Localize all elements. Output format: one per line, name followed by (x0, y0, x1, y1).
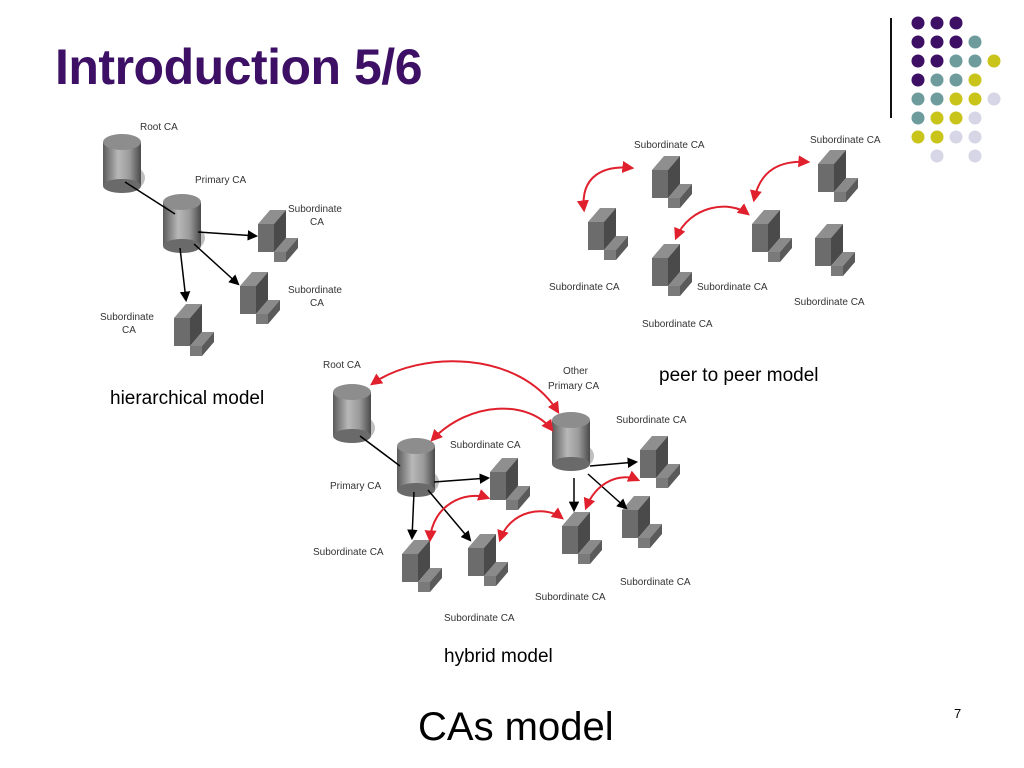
slide-subtitle: CAs model (418, 705, 614, 749)
dot-row-8 (930, 149, 982, 163)
hybrid-other-primary-label: Other Primary CA (548, 366, 599, 392)
dot-row-4 (911, 73, 982, 87)
hybrid-other-primary-ca-icon (552, 412, 594, 471)
hybrid-red-arrow-primary-other (430, 407, 554, 442)
peer-ca-mid-right-icon (752, 210, 792, 262)
hybrid-sub-right-top-icon (640, 436, 680, 488)
hybrid-red-arrow-right-pair (583, 470, 641, 511)
peer-to-peer-model-caption: peer to peer model (659, 365, 819, 386)
peer-label-bottom-middle: Subordinate CA (697, 282, 768, 293)
decorative-dot-grid (911, 16, 1001, 163)
hybrid-arrow-other-sub-right-top (589, 457, 639, 468)
hybrid-arrow-primary-sub-center (433, 473, 491, 484)
peer-red-arrow-center (674, 203, 750, 241)
hybrid-sub-bottom-left-label: Subordinate CA (313, 547, 384, 558)
dot-row-3 (911, 54, 1001, 68)
hybrid-sub-center-icon (490, 458, 530, 510)
hierarchical-model-diagram: Root CA Primary CA Subordinate CA Subord… (100, 122, 345, 356)
hybrid-primary-ca-icon (397, 438, 439, 497)
peer-ca-top-right-icon (818, 150, 858, 202)
hier-sub-right-top-icon (258, 210, 298, 262)
hybrid-red-arrow-left-pair (424, 489, 491, 543)
peer-label-top-right: Subordinate CA (810, 135, 881, 146)
hybrid-red-arrow-mid-pair (497, 507, 564, 543)
hier-root-ca-icon (103, 134, 145, 193)
hybrid-sub-bottom-center-icon (562, 512, 602, 564)
hybrid-red-arrow-root-other (370, 360, 560, 415)
hybrid-model-diagram: Root CA Other Primary CA Primary CA Subo… (313, 360, 691, 624)
decorative-divider (890, 18, 892, 118)
hybrid-primary-ca-label: Primary CA (330, 481, 381, 492)
peer-label-bottom-right: Subordinate CA (794, 297, 865, 308)
hybrid-arrow-other-sub-right-mid (587, 473, 628, 510)
hier-sub-left-icon (174, 304, 214, 356)
dot-row-5 (911, 92, 1001, 106)
dot-row-7 (911, 130, 982, 144)
dot-row-2 (911, 35, 982, 49)
hybrid-sub-bottom-right-label: Subordinate CA (620, 577, 691, 588)
peer-label-top-middle: Subordinate CA (634, 140, 705, 151)
slide-title: Introduction 5/6 (55, 39, 423, 95)
hier-sub-right-bottom-label: Subordinate CA (288, 285, 345, 309)
peer-ca-right-icon (815, 224, 855, 276)
hybrid-line-root-primary (359, 435, 401, 467)
peer-ca-top-middle-icon (652, 156, 692, 208)
peer-red-arrow-right (750, 155, 811, 203)
hybrid-sub-right-top-label: Subordinate CA (616, 415, 687, 426)
hier-arrow-to-sub-right-top (197, 230, 259, 241)
hier-sub-left-label: Subordinate CA (100, 312, 157, 336)
hier-root-ca-label: Root CA (140, 122, 178, 133)
dot-row-1 (911, 16, 963, 30)
hybrid-sub-bottom-mid-icon (468, 534, 508, 586)
hybrid-sub-bottom-left-icon (402, 540, 442, 592)
ca-models-diagram: Root CA Primary CA Subordinate CA Subord… (100, 122, 881, 624)
hybrid-arrow-primary-sub-left (407, 491, 418, 541)
peer-ca-center-icon (652, 244, 692, 296)
hier-arrow-root-primary (124, 181, 176, 215)
hier-arrow-to-sub-right-bottom (193, 243, 240, 286)
hybrid-model-caption: hybrid model (444, 646, 553, 667)
dot-row-6 (911, 111, 982, 125)
peer-label-bottom-left: Subordinate CA (549, 282, 620, 293)
peer-red-arrow-left (576, 160, 635, 213)
hier-sub-right-bottom-icon (240, 272, 280, 324)
hier-arrow-to-sub-left (179, 247, 191, 303)
page-number: 7 (954, 706, 962, 721)
hierarchical-model-caption: hierarchical model (110, 388, 265, 409)
peer-label-bottom-center: Subordinate CA (642, 319, 713, 330)
hier-primary-ca-label: Primary CA (195, 175, 246, 186)
hybrid-root-ca-label: Root CA (323, 360, 361, 371)
hybrid-sub-bottom-mid-label: Subordinate CA (444, 613, 515, 624)
peer-ca-left-icon (588, 208, 628, 260)
hier-sub-right-top-label: Subordinate CA (288, 204, 345, 228)
hybrid-sub-right-mid-icon (622, 496, 662, 548)
peer-model-diagram: Subordinate CA Subordinate CA Subordinat… (549, 135, 881, 330)
hier-primary-ca-icon (163, 194, 205, 253)
hybrid-sub-center-top-label: Subordinate CA (450, 440, 521, 451)
hybrid-sub-bottom-center-label: Subordinate CA (535, 592, 606, 603)
hybrid-root-ca-icon (333, 384, 375, 443)
